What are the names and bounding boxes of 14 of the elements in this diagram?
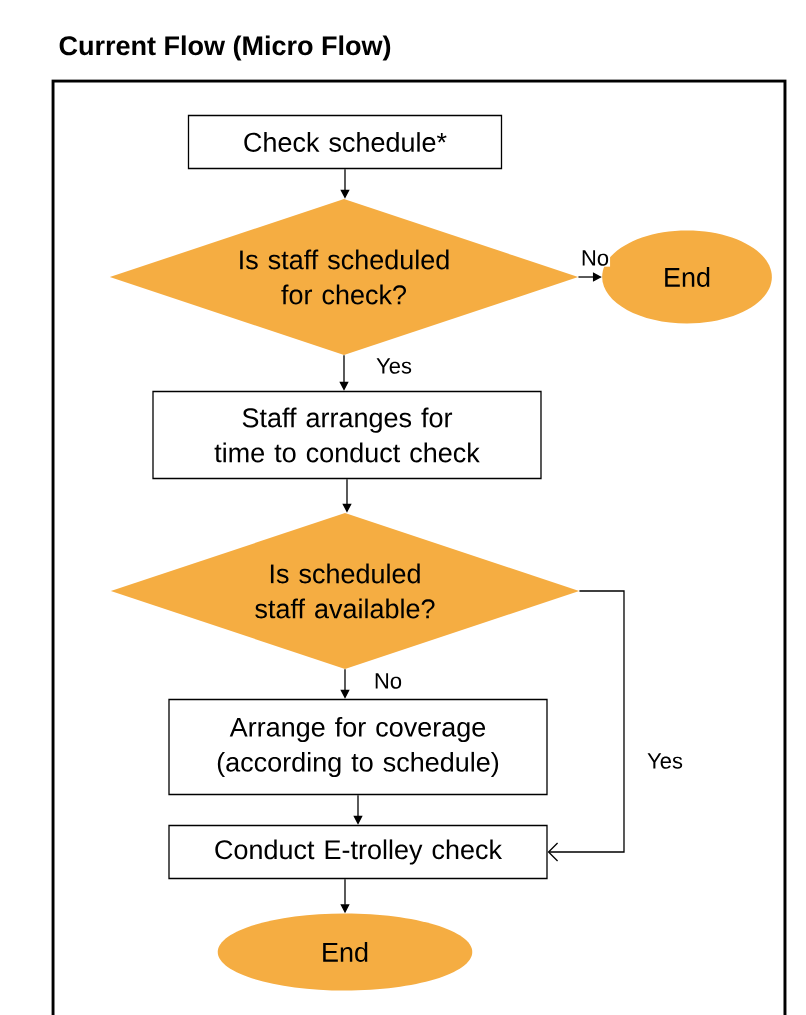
edge-label: No: [372, 672, 404, 690]
edge-label: Yes: [646, 752, 684, 770]
process-box: Arrange for coverage (according to schedule): [168, 698, 548, 796]
arrow: [353, 794, 363, 825]
edge-label: Yes: [375, 357, 413, 375]
arrow: [547, 590, 625, 862]
arrow: [339, 354, 349, 391]
process-box: Staff arranges for time to conduct check: [152, 390, 542, 480]
process-box: Check schedule*: [187, 114, 503, 170]
arrow: [340, 668, 350, 699]
edge-label: No: [579, 249, 611, 267]
process-box: Conduct E-trolley check: [168, 824, 548, 880]
arrow: [577, 272, 602, 282]
title: Current Flow (Micro Flow): [59, 35, 391, 61]
